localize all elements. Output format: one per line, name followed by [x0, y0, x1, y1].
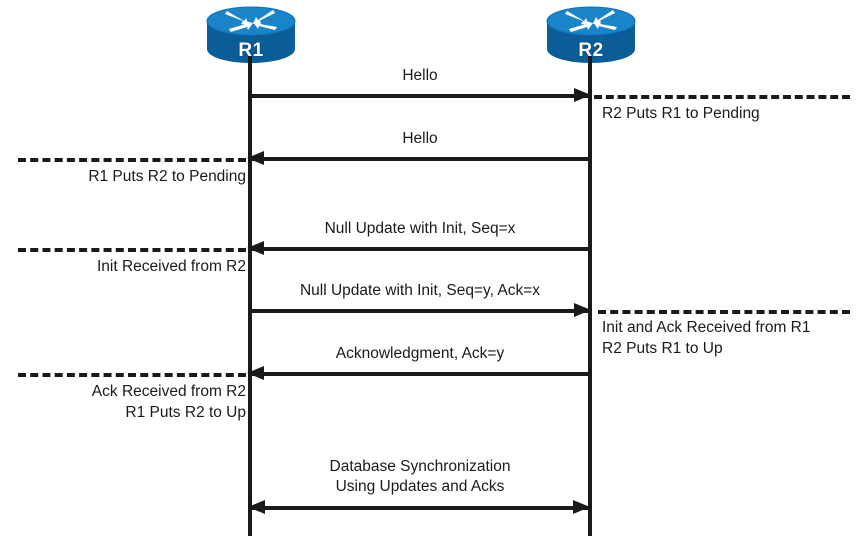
arrowhead-left-icon	[247, 151, 264, 165]
state-note-n4: Init and Ack Received from R1 R2 Puts R1…	[602, 317, 811, 359]
router-icon	[206, 6, 296, 63]
state-dashline-n5	[18, 373, 246, 377]
state-note-line: R2 Puts R1 to Up	[602, 340, 723, 357]
message-label-line2: Using Updates and Acks	[335, 478, 505, 495]
state-note-line: R1 Puts R2 to Up	[125, 404, 246, 421]
lifeline-r2	[588, 56, 592, 536]
router-icon	[546, 6, 636, 63]
lifeline-r1	[248, 56, 252, 536]
state-note-line: Init and Ack Received from R1	[602, 319, 811, 336]
message-label-m1: Hello	[402, 67, 438, 84]
state-note-line: R1 Puts R2 to Pending	[88, 168, 246, 185]
message-arrow-m2	[247, 151, 588, 165]
arrow-shaft	[248, 247, 588, 251]
message-arrow-m6	[248, 500, 590, 514]
arrowhead-right-icon	[573, 500, 590, 514]
message-arrow-m1	[250, 88, 591, 102]
arrow-shaft	[248, 157, 588, 161]
state-note-line: R2 Puts R1 to Pending	[602, 105, 760, 122]
arrowhead-left-icon	[247, 241, 264, 255]
arrowhead-left-icon	[247, 366, 264, 380]
state-dashline-n1	[594, 95, 850, 99]
arrow-shaft	[250, 309, 590, 313]
message-arrow-m3	[247, 241, 588, 255]
message-arrow-m5	[247, 366, 588, 380]
message-label-m2: Hello	[402, 130, 438, 147]
arrow-shaft	[248, 372, 588, 376]
message-label-m4: Null Update with Init, Seq=y, Ack=x	[299, 282, 541, 299]
state-note-n3: Init Received from R2	[0, 256, 246, 277]
arrowhead-right-icon	[574, 303, 591, 317]
state-note-line: Init Received from R2	[96, 258, 246, 275]
message-label-m6: Database Synchronization Using Updates a…	[252, 457, 588, 497]
arrowhead-left-icon	[248, 500, 265, 514]
state-note-n1: R2 Puts R1 to Pending	[602, 103, 760, 124]
state-note-line: Ack Received from R2	[91, 383, 246, 400]
arrow-shaft	[249, 506, 589, 510]
message-label-m5: Acknowledgment, Ack=y	[335, 345, 505, 362]
arrowhead-right-icon	[574, 88, 591, 102]
arrow-shaft	[250, 94, 590, 98]
message-arrow-m4	[250, 303, 591, 317]
state-note-n2: R1 Puts R2 to Pending	[0, 166, 246, 187]
state-note-n5: Ack Received from R2 R1 Puts R2 to Up	[0, 381, 246, 423]
state-dashline-n4	[598, 310, 850, 314]
router-node-r2[interactable]: R2	[545, 5, 637, 65]
message-label-line1: Database Synchronization	[329, 458, 511, 475]
state-dashline-n2	[18, 158, 246, 162]
message-label-m3: Null Update with Init, Seq=x	[324, 220, 516, 237]
state-dashline-n3	[18, 248, 246, 252]
